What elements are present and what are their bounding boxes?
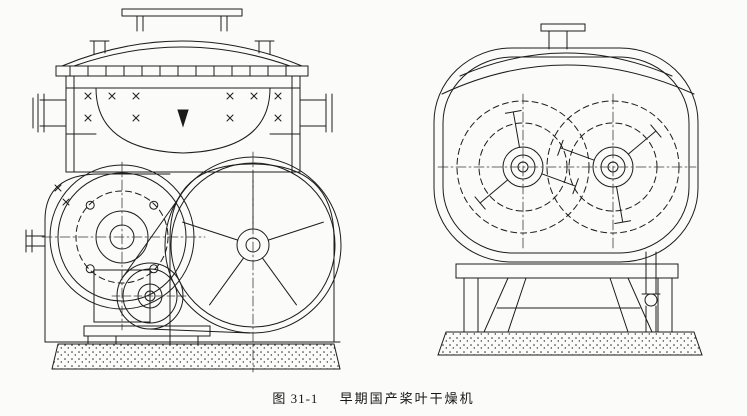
dome-cover bbox=[62, 41, 302, 66]
drive-belt bbox=[123, 195, 250, 333]
figure-title: 早期国产桨叶干燥机 bbox=[339, 391, 475, 406]
belt-pulley bbox=[165, 152, 341, 372]
figure-number: 图 31-1 bbox=[272, 391, 319, 406]
drive-casing bbox=[45, 164, 340, 342]
left-elevation-view bbox=[26, 9, 341, 372]
left-side-nozzle bbox=[33, 94, 66, 132]
figure-caption: 图 31-1 早期国产桨叶干燥机 bbox=[0, 388, 747, 407]
stand bbox=[456, 264, 678, 332]
right-side-nozzle bbox=[300, 94, 332, 132]
right-foundation bbox=[438, 332, 702, 355]
gear-wheel bbox=[42, 162, 205, 330]
flange-band bbox=[56, 66, 308, 76]
discharge-valve bbox=[642, 252, 660, 332]
technical-drawing bbox=[0, 0, 747, 384]
top-duct bbox=[122, 9, 242, 31]
dryer-body bbox=[66, 76, 300, 172]
inlet-pipe bbox=[26, 230, 45, 252]
shell-top-nozzle bbox=[541, 24, 585, 49]
left-foundation bbox=[52, 344, 340, 369]
shell bbox=[434, 48, 698, 262]
right-section-view bbox=[434, 24, 702, 355]
